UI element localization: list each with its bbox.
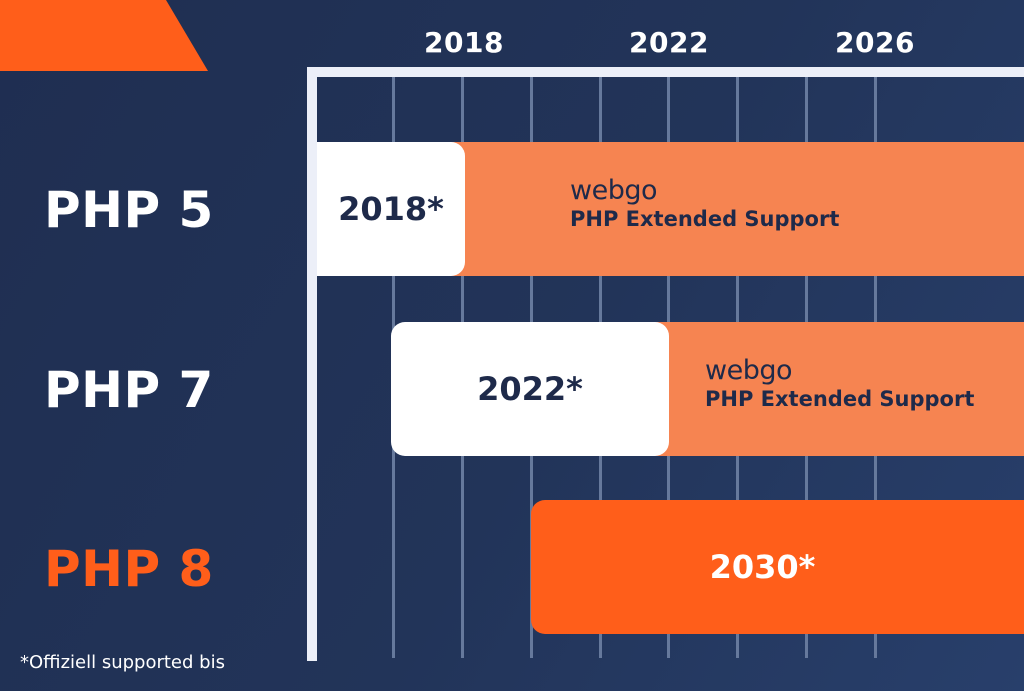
- extended-support-text-php5: webgo PHP Extended Support: [570, 176, 839, 232]
- axis-tick-2018: 2018: [424, 26, 504, 59]
- axis-tick-2022: 2022: [629, 26, 709, 59]
- extended-support-label: PHP Extended Support: [570, 207, 840, 231]
- official-end-value: 2022*: [477, 370, 583, 408]
- row-label-php5: PHP 5: [44, 181, 214, 239]
- extended-support-bar-php7: [640, 322, 1024, 456]
- official-support-bar-php8: 2030*: [531, 500, 1024, 634]
- extended-support-text-php7: webgo PHP Extended Support: [705, 356, 974, 412]
- axis-tick-2026: 2026: [835, 26, 915, 59]
- extended-support-label: PHP Extended Support: [705, 387, 975, 411]
- corner-accent-tab: [0, 0, 208, 71]
- official-end-box-php5: 2018*: [317, 142, 465, 276]
- axis-frame-top: [307, 67, 1024, 77]
- official-end-value: 2030*: [709, 548, 816, 586]
- row-label-php8: PHP 8: [44, 540, 214, 598]
- row-label-php7: PHP 7: [44, 361, 214, 419]
- axis-frame-left: [307, 67, 317, 661]
- footnote: *Offiziell supported bis: [20, 652, 225, 673]
- extended-support-bar-php5: [420, 142, 1024, 276]
- webgo-brand: webgo: [570, 175, 658, 206]
- official-end-box-php7: 2022*: [391, 322, 669, 456]
- official-end-value: 2018*: [338, 190, 444, 228]
- webgo-brand: webgo: [705, 355, 793, 386]
